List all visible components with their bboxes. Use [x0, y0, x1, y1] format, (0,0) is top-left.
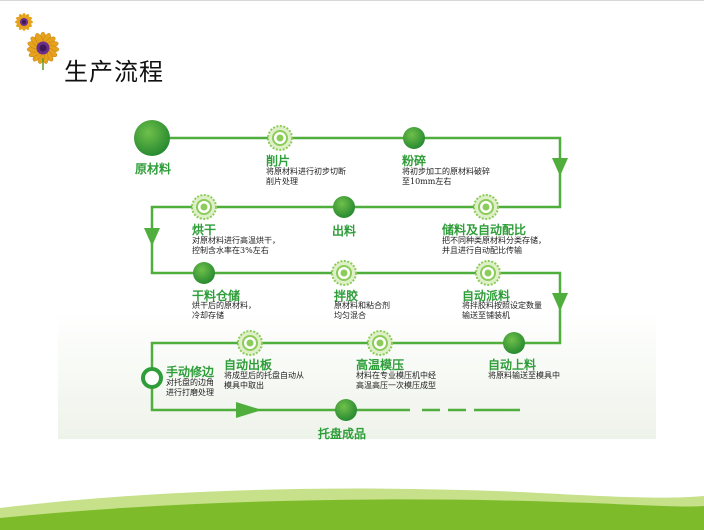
step-desc-auto-demolding-2: 模具中取出: [224, 381, 264, 390]
arrow-right-4: [236, 402, 262, 418]
node-chipping: [267, 125, 293, 151]
node-trimming: [141, 367, 163, 389]
step-desc-crushing-2: 至10mm左右: [402, 177, 452, 186]
node-storage: [473, 194, 499, 220]
step-label-auto-loading: 自动上料: [488, 358, 537, 372]
step-desc-hot-pressing-1: 材料在专业模压机中经: [356, 371, 436, 380]
ground-wave-decoration: [0, 488, 704, 530]
node-discharge: [333, 196, 355, 218]
step-desc-drying-2: 控制含水率在3%左右: [192, 246, 269, 255]
step-desc-dry-storage-2: 冷却存储: [192, 311, 224, 320]
step-desc-chipping-2: 削片处理: [266, 177, 298, 186]
step-desc-hot-pressing-2: 高温高压一次模压成型: [356, 381, 436, 390]
step-label-discharge: 出料: [332, 224, 357, 238]
step-label-hot-pressing: 高温模压: [356, 358, 405, 372]
step-desc-auto-distribution-1: 将拌胶料按照设定数量: [462, 301, 542, 310]
step-desc-dry-storage-1: 烘干后的原材料，: [192, 301, 256, 310]
page-title: 生产流程: [64, 58, 164, 86]
node-finished-pallet: [335, 399, 357, 421]
node-auto-distribution: [475, 260, 501, 286]
sunflower-icon: [15, 13, 33, 31]
arrow-down-2: [144, 228, 160, 246]
step-desc-glue-mixing-2: 均匀混合: [334, 311, 366, 320]
step-label-trimming: 手动修边: [166, 365, 215, 379]
step-label-auto-demolding: 自动出板: [224, 358, 273, 372]
step-desc-trimming-1: 对托盘的边角: [166, 378, 214, 387]
arrow-down-3: [552, 293, 568, 311]
sunflower-logo-icon: [26, 31, 60, 70]
step-desc-auto-distribution-2: 输送至铺装机: [462, 311, 510, 320]
step-desc-drying-1: 对原材料进行高温烘干，: [192, 236, 280, 245]
step-label-auto-distribution: 自动派料: [462, 289, 511, 303]
node-auto-loading: [503, 332, 525, 354]
step-desc-crushing-1: 将初步加工的原材料破碎: [402, 167, 490, 176]
node-dry-storage: [193, 262, 215, 284]
step-label-crushing: 粉碎: [402, 154, 427, 168]
step-desc-chipping-1: 将原材料进行初步切断: [266, 167, 346, 176]
flow-line-row4: [150, 305, 562, 412]
step-label-finished-pallet: 托盘成品: [318, 427, 367, 441]
step-label-raw-material: 原材料: [135, 162, 172, 176]
top-divider: [0, 0, 704, 1]
step-desc-trimming-2: 进行打磨处理: [166, 388, 214, 397]
step-desc-auto-demolding-1: 将成型后的托盘自动从: [224, 371, 304, 380]
step-desc-auto-loading-1: 将原料输送至模具中: [488, 371, 560, 380]
node-raw-material: [134, 120, 170, 156]
step-label-glue-mixing: 拌胶: [334, 289, 359, 303]
node-auto-demolding: [237, 330, 263, 356]
step-label-drying: 烘干: [192, 223, 217, 237]
step-desc-storage-1: 把不同种类原材料分类存储，: [442, 236, 546, 245]
step-desc-glue-mixing-1: 原材料和粘合剂: [334, 301, 390, 310]
flow-line-row2: [150, 170, 562, 240]
flow-line-row1: [152, 136, 562, 170]
step-label-chipping: 削片: [266, 154, 291, 168]
node-drying: [191, 194, 217, 220]
step-desc-storage-2: 并且进行自动配比传输: [442, 246, 522, 255]
step-label-storage: 储料及自动配比: [442, 223, 527, 237]
node-hot-pressing: [367, 330, 393, 356]
arrow-down-1: [552, 158, 568, 176]
node-crushing: [403, 127, 425, 149]
step-label-dry-storage: 干料仓储: [192, 289, 241, 303]
node-glue-mixing: [331, 260, 357, 286]
